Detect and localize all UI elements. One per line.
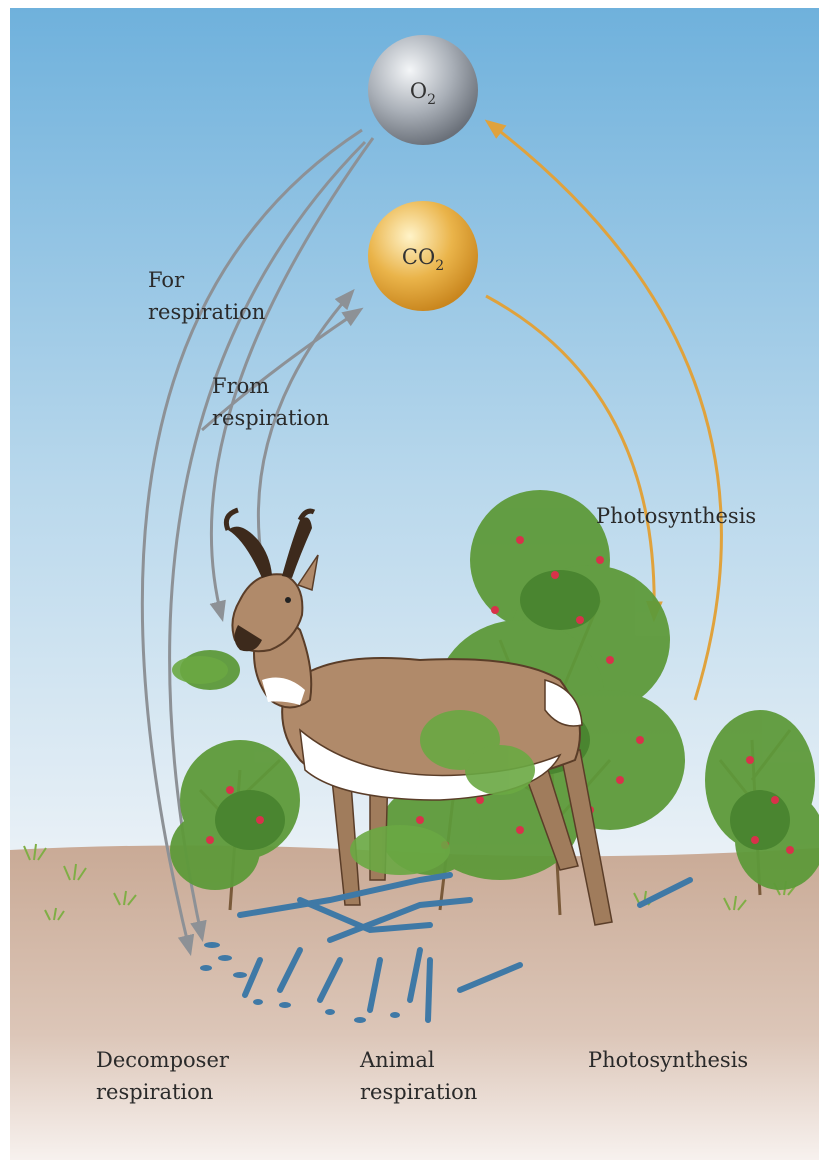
for-respiration-label: For respiration [148,264,265,328]
decomposer-line-1: Decomposer [96,1044,229,1076]
decomposer-respiration-label: Decomposer respiration [96,1044,229,1108]
for-respiration-line-1: For [148,264,265,296]
o2-molecule: O2 [368,35,478,145]
animal-line-2: respiration [360,1076,477,1108]
decomposer-line-2: respiration [96,1076,229,1108]
photosynthesis-bottom-label: Photosynthesis [588,1044,748,1076]
photosynthesis-arrow-label: Photosynthesis [596,500,756,532]
animal-line-1: Animal [360,1044,477,1076]
co2-symbol: CO [402,245,435,269]
from-respiration-line-1: From [212,370,329,402]
o2-subscript: 2 [427,92,436,108]
o2-symbol: O [410,79,427,103]
from-respiration-line-2: respiration [212,402,329,434]
animal-respiration-label: Animal respiration [360,1044,477,1108]
co2-molecule: CO2 [368,201,478,311]
co2-subscript: 2 [435,258,444,274]
ground [10,845,819,1160]
for-respiration-line-2: respiration [148,296,265,328]
from-respiration-label: From respiration [212,370,329,434]
